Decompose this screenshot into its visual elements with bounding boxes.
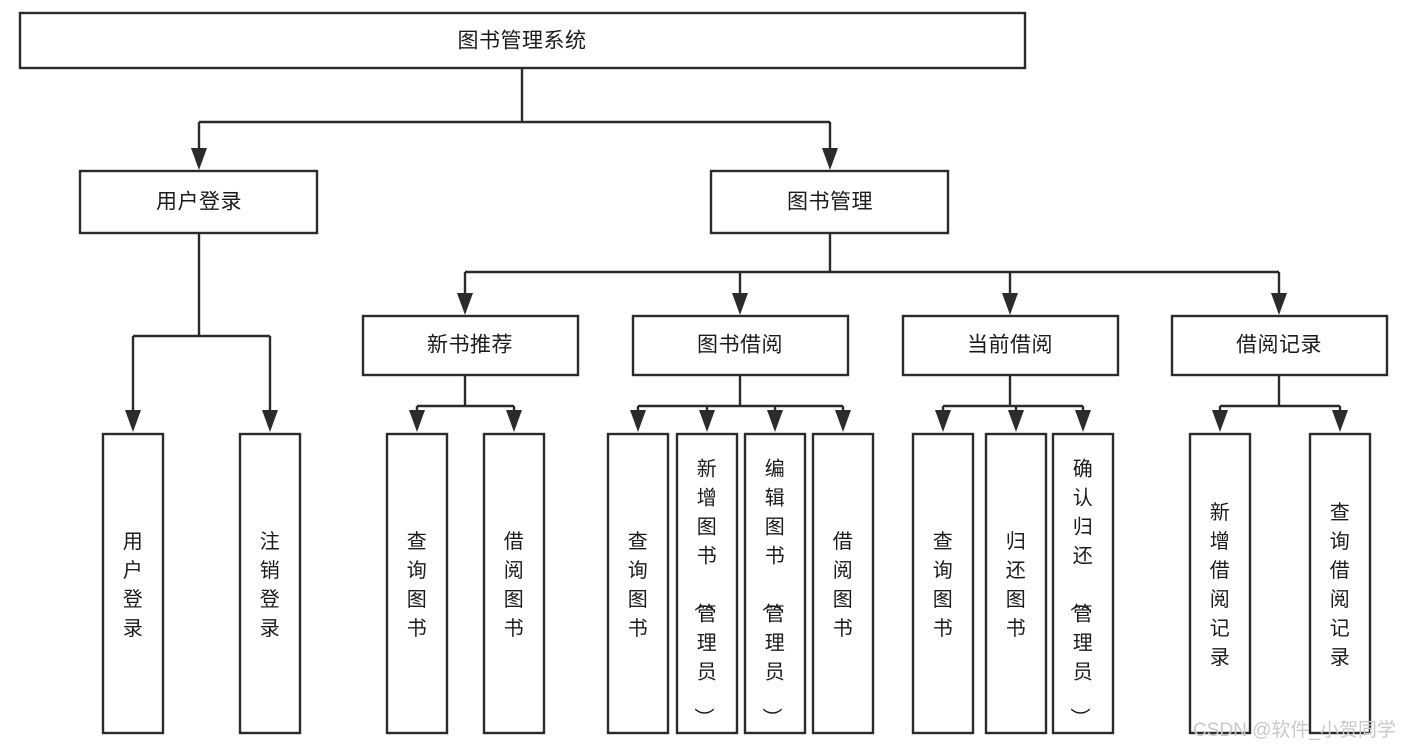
arrow-leaf-query-book-recommend	[409, 410, 425, 432]
node-leaf-edit-book-admin-box[interactable]	[743, 432, 807, 735]
node-leaf-borrow-book-recommend-box[interactable]	[482, 432, 546, 735]
csdn-watermark: CSDN @软件_小贺同学	[1193, 719, 1396, 741]
node-leaf-edit-book-admin[interactable]: 编辑图书（管理员）	[743, 432, 807, 735]
connector-layer	[125, 68, 1348, 432]
node-leaf-borrow-book-label: 借阅图书	[833, 530, 854, 640]
node-leaf-query-book-current[interactable]: 查询图书	[911, 432, 975, 735]
node-user-login-label: 用户登录	[156, 191, 242, 214]
arrow-leaf-edit-book-admin	[767, 410, 783, 432]
node-new-book-recommend[interactable]: 新书推荐	[361, 314, 580, 377]
node-leaf-query-borrow-record-label: 查询借阅记录	[1330, 501, 1351, 669]
node-current-borrow[interactable]: 当前借阅	[901, 314, 1120, 377]
node-leaf-query-book-current-box[interactable]	[911, 432, 975, 735]
arrow-to-book-borrow	[732, 293, 748, 315]
node-leaf-confirm-return-admin-label: 确认归还（管理员）	[1068, 458, 1094, 729]
node-leaf-add-book-admin-label: 新增图书（管理员）	[692, 458, 718, 729]
arrow-leaf-user-login	[125, 410, 141, 432]
node-leaf-query-borrow-record-box[interactable]	[1308, 432, 1372, 735]
node-new-book-recommend-box[interactable]	[361, 314, 580, 377]
arrow-leaf-query-book-current	[935, 410, 951, 432]
node-book-manage[interactable]: 图书管理	[709, 169, 950, 235]
node-leaf-edit-book-admin-label: 编辑图书（管理员）	[760, 458, 786, 729]
node-leaf-confirm-return-admin[interactable]: 确认归还（管理员）	[1051, 432, 1115, 735]
node-borrow-records-box[interactable]	[1170, 314, 1389, 377]
node-leaf-query-book-borrow-box[interactable]	[606, 432, 670, 735]
node-current-borrow-box[interactable]	[901, 314, 1120, 377]
node-leaf-logout-label: 注销登录	[260, 530, 281, 640]
node-current-borrow-label: 当前借阅	[967, 334, 1053, 357]
node-leaf-query-book-current-label: 查询图书	[933, 530, 954, 640]
arrow-leaf-borrow-book-recommend	[506, 410, 522, 432]
node-leaf-return-book-label: 归还图书	[1006, 530, 1027, 640]
arrow-to-new-book-recommend	[457, 293, 473, 315]
node-book-borrow[interactable]: 图书借阅	[631, 314, 850, 377]
arrow-leaf-query-borrow-record	[1332, 410, 1348, 432]
node-root[interactable]: 图书管理系统	[18, 11, 1027, 70]
arrow-leaf-add-borrow-record	[1212, 410, 1228, 432]
node-root-box[interactable]	[18, 11, 1027, 70]
node-leaf-query-borrow-record[interactable]: 查询借阅记录	[1308, 432, 1372, 735]
node-borrow-records[interactable]: 借阅记录	[1170, 314, 1389, 377]
arrow-to-current-borrow	[1002, 293, 1018, 315]
node-leaf-query-book-recommend-box[interactable]	[385, 432, 449, 735]
node-borrow-records-label: 借阅记录	[1236, 334, 1322, 357]
node-leaf-borrow-book[interactable]: 借阅图书	[811, 432, 875, 735]
leaf-layer: 用户登录 注销登录 查询图书 借阅图书 查询图书 新增图书（管理员）	[101, 432, 1372, 735]
node-leaf-logout[interactable]: 注销登录	[238, 432, 302, 735]
node-leaf-query-book-borrow-label: 查询图书	[628, 530, 649, 640]
node-leaf-add-borrow-record-label: 新增借阅记录	[1210, 501, 1231, 669]
node-leaf-confirm-return-admin-box[interactable]	[1051, 432, 1115, 735]
arrow-to-user-login	[191, 148, 207, 170]
node-leaf-return-book-box[interactable]	[984, 432, 1048, 735]
node-leaf-add-book-admin-box[interactable]	[675, 432, 739, 735]
node-leaf-add-borrow-record-box[interactable]	[1188, 432, 1252, 735]
arrow-leaf-query-book-borrow	[630, 410, 646, 432]
arrow-leaf-logout	[262, 410, 278, 432]
node-user-login-box[interactable]	[78, 169, 319, 235]
node-leaf-borrow-book-recommend[interactable]: 借阅图书	[482, 432, 546, 735]
arrow-leaf-confirm-return-admin	[1075, 410, 1091, 432]
node-root-label: 图书管理系统	[458, 30, 587, 53]
node-leaf-user-login-box[interactable]	[101, 432, 165, 735]
node-leaf-query-book-borrow[interactable]: 查询图书	[606, 432, 670, 735]
node-leaf-query-book-recommend-label: 查询图书	[407, 530, 428, 640]
arrow-leaf-borrow-book	[835, 410, 851, 432]
node-leaf-query-book-recommend[interactable]: 查询图书	[385, 432, 449, 735]
node-book-borrow-box[interactable]	[631, 314, 850, 377]
node-leaf-borrow-book-recommend-label: 借阅图书	[504, 530, 525, 640]
node-book-manage-label: 图书管理	[787, 191, 873, 214]
arrow-leaf-return-book	[1008, 410, 1024, 432]
node-leaf-user-login[interactable]: 用户登录	[101, 432, 165, 735]
node-new-book-recommend-label: 新书推荐	[427, 334, 513, 357]
arrow-to-borrow-records	[1271, 293, 1287, 315]
node-leaf-add-book-admin[interactable]: 新增图书（管理员）	[675, 432, 739, 735]
node-leaf-logout-box[interactable]	[238, 432, 302, 735]
node-leaf-add-borrow-record[interactable]: 新增借阅记录	[1188, 432, 1252, 735]
node-book-manage-box[interactable]	[709, 169, 950, 235]
arrow-to-book-manage	[822, 148, 838, 170]
node-leaf-user-login-label: 用户登录	[123, 531, 144, 640]
node-book-borrow-label: 图书借阅	[697, 334, 783, 357]
node-leaf-return-book[interactable]: 归还图书	[984, 432, 1048, 735]
arrow-leaf-add-book-admin	[699, 410, 715, 432]
node-user-login[interactable]: 用户登录	[78, 169, 319, 235]
node-leaf-borrow-book-box[interactable]	[811, 432, 875, 735]
